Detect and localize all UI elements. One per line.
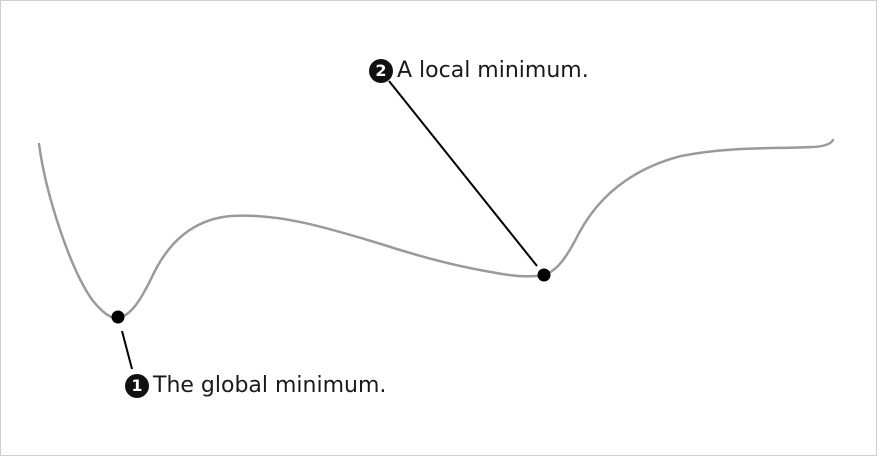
global-minimum-label: The global minimum. — [153, 373, 387, 398]
global-minimum-point — [111, 310, 125, 324]
loss-curve — [37, 138, 835, 320]
local-minimum-point — [537, 268, 551, 282]
local-minimum-leader-line — [388, 80, 538, 267]
annotation-number-badge: 1 — [125, 374, 149, 398]
global-minimum-leader-line — [121, 330, 133, 370]
global-minimum-annotation: 1 The global minimum. — [125, 374, 386, 398]
local-minimum-annotation: 2 A local minimum. — [369, 59, 589, 83]
annotation-number-badge: 2 — [369, 59, 393, 83]
local-minimum-label: A local minimum. — [397, 58, 589, 83]
